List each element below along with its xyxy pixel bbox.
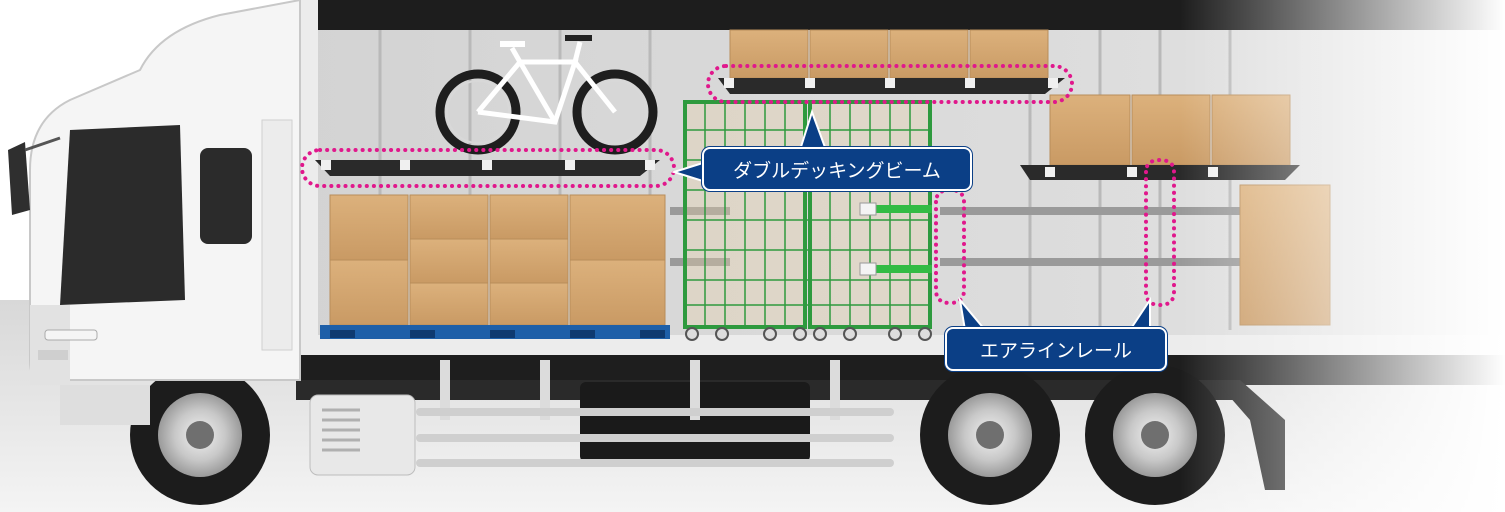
cargo-straps — [859, 202, 932, 276]
front-wheel — [130, 365, 270, 505]
highlight-beam-middle — [706, 64, 1074, 104]
decking-beam-middle — [718, 78, 1065, 94]
cage-casters — [685, 327, 932, 341]
cargo-boxes-left — [329, 194, 666, 326]
right-fade — [1180, 0, 1505, 512]
highlight-beam-left — [300, 148, 676, 188]
decking-beam-left — [315, 160, 660, 176]
callout-double-decking-beam: ダブルデッキングビーム — [702, 147, 972, 191]
callout-airline-rail: エアラインレール — [945, 327, 1167, 371]
airline-rail-strips — [670, 207, 1240, 266]
highlight-rail-right — [1144, 157, 1176, 308]
rear-wheel-1 — [920, 365, 1060, 505]
truck-cab — [8, 0, 301, 425]
pallets-left — [320, 325, 670, 339]
callout-pointers — [670, 108, 1151, 331]
